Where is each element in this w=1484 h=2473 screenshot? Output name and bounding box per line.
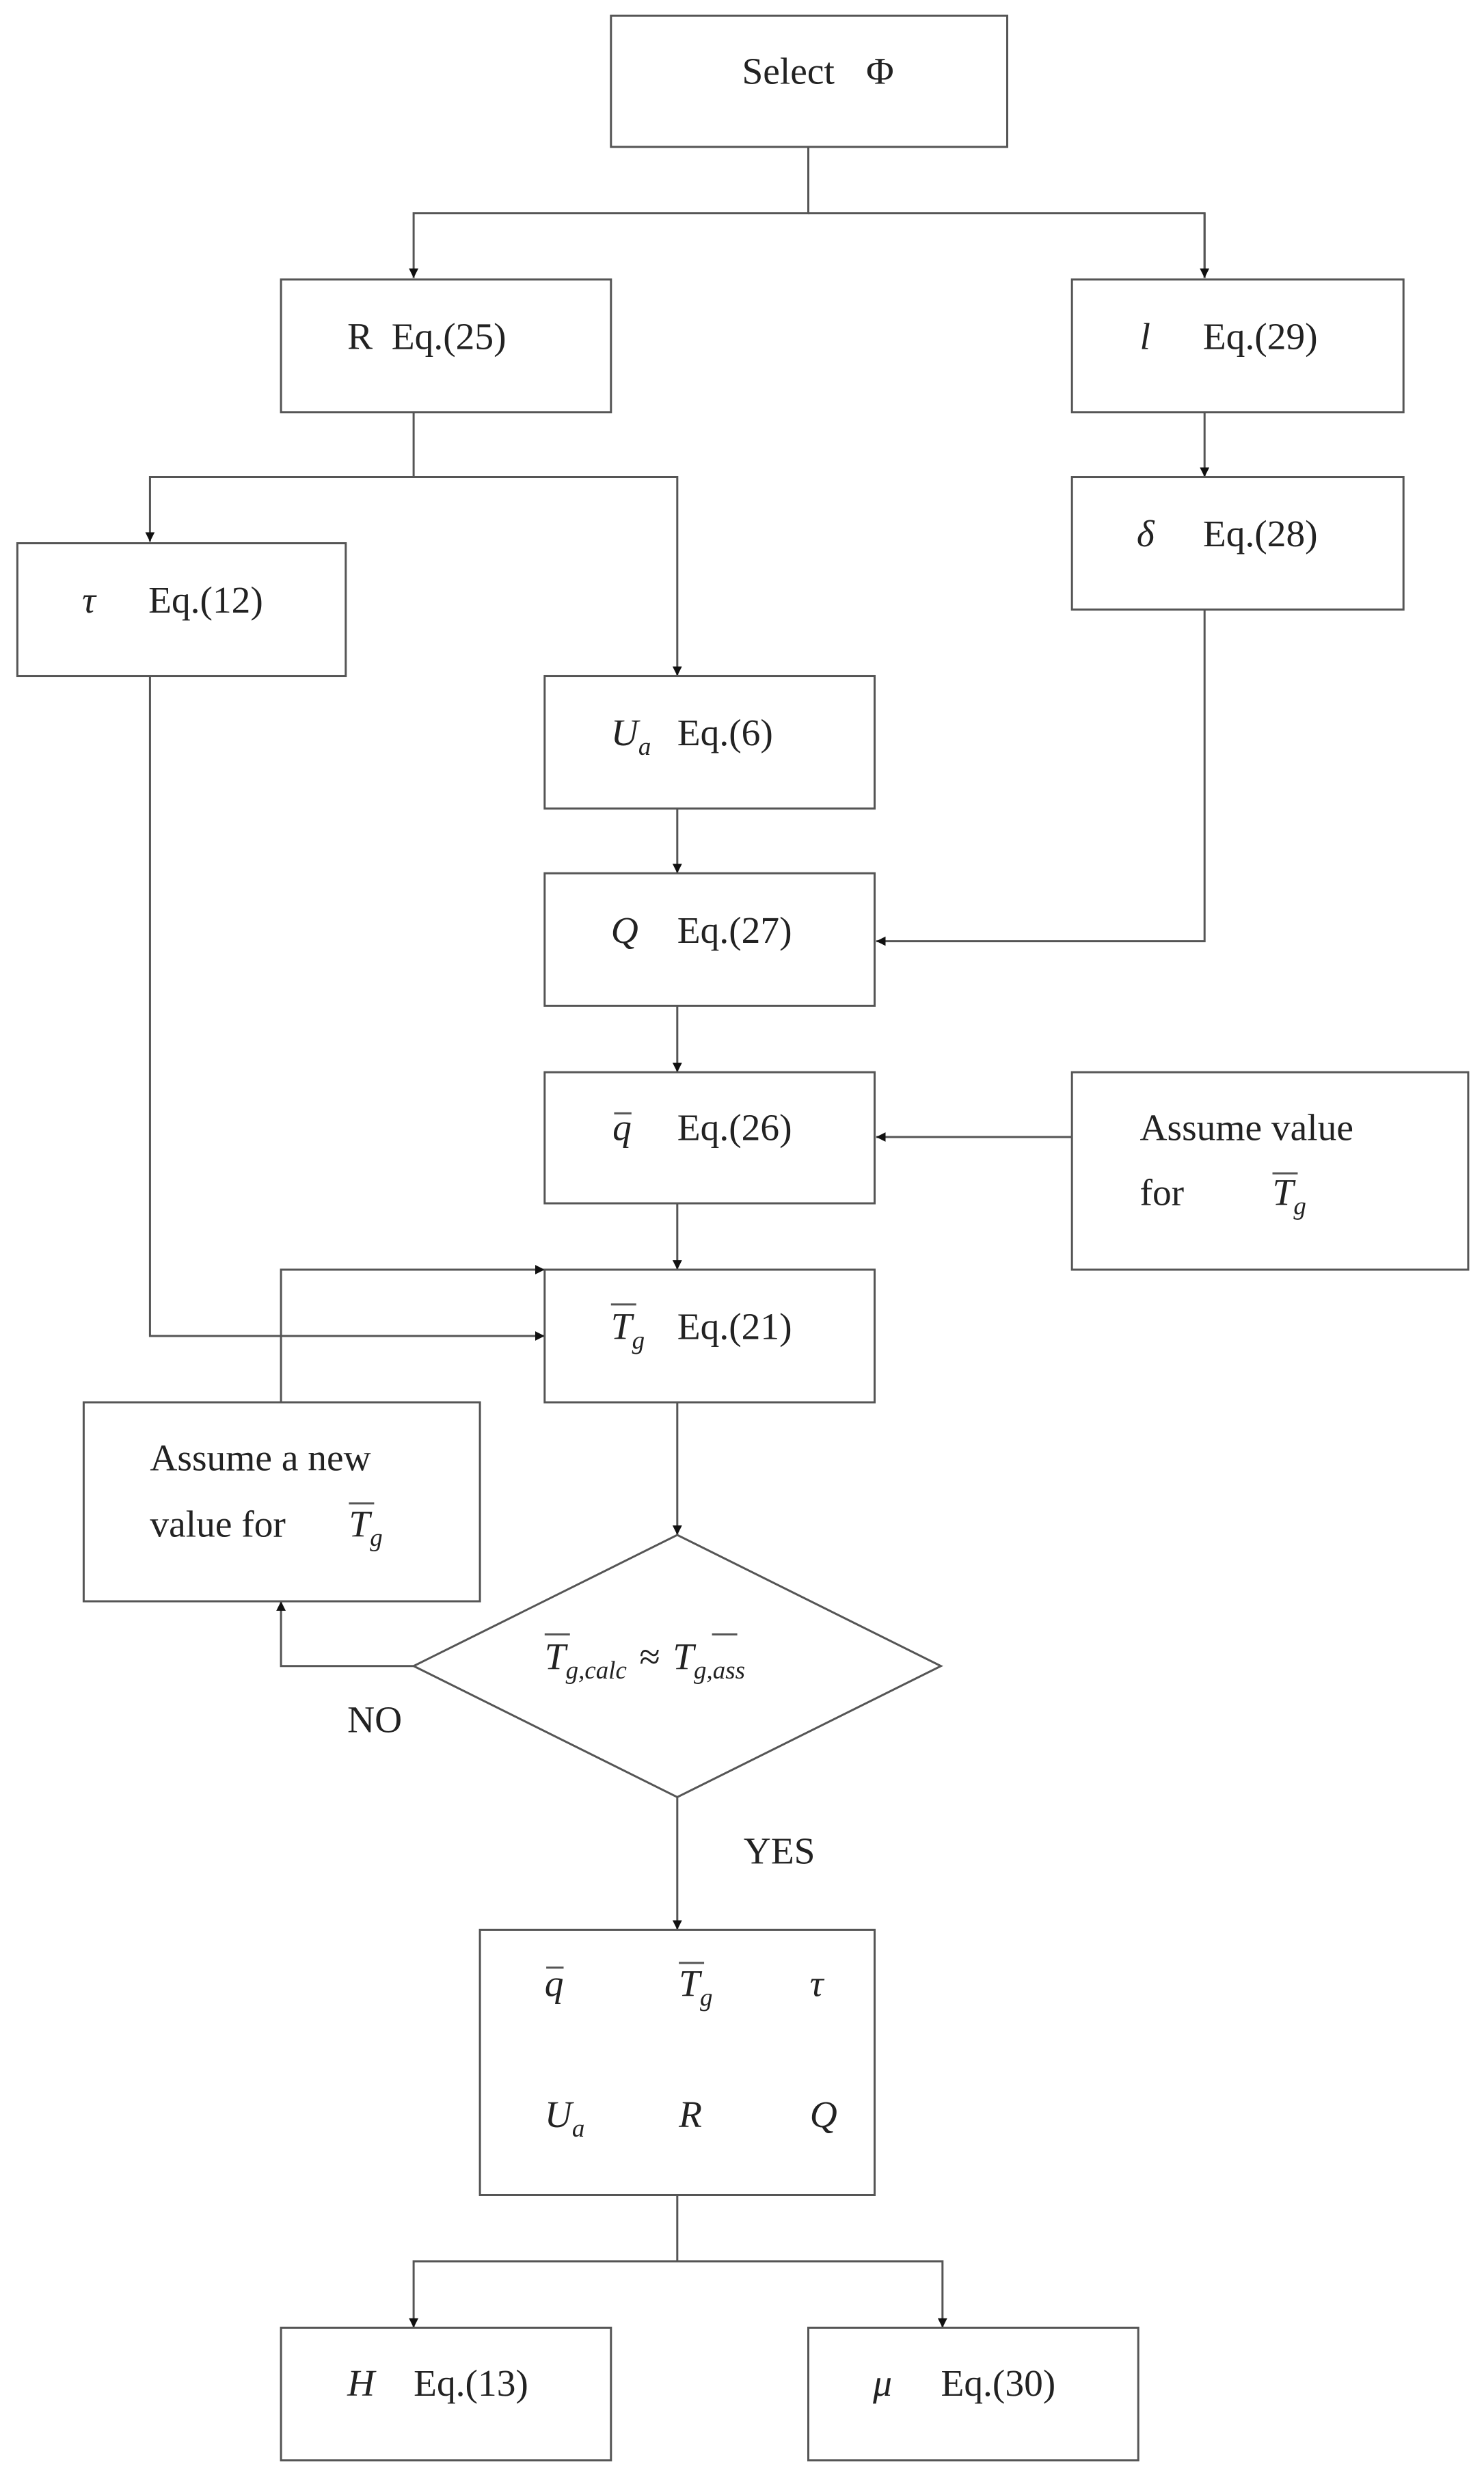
assume-value-subscript: g [1293,1192,1306,1220]
svg-text:l Eq.(29): l Eq.(29) [1140,315,1318,357]
no-label: NO [347,1699,402,1741]
results-node: q Tg τ Ua R Q [478,1928,876,2196]
q-symbol: Q [611,909,638,951]
r-eq: Eq.(25) [392,315,507,357]
l-eq: Eq.(29) [1203,315,1318,357]
tg-eq: Eq.(21) [677,1306,792,1348]
results-ua-symbol: U [545,2094,575,2135]
decision-operator: ≈ [639,1635,660,1677]
ua-node: Ua Eq.(6) [543,675,876,810]
phi-symbol: Φ [866,50,894,92]
mu-node: μ Eq.(30) [807,2327,1139,2462]
svg-text:Tg: Tg [1273,1171,1306,1220]
edge-decision-no [276,1601,414,1668]
edge-results-split [409,2195,679,2328]
r-node: R Eq.(25) [280,278,612,414]
svg-text:δ Eq.(28): δ Eq.(28) [1137,513,1318,554]
l-node: l Eq.(29) [1070,278,1405,414]
results-qbar: q [545,1962,564,2004]
decision-right-symbol: T [673,1635,697,1677]
q-eq: Eq.(27) [677,909,792,951]
ua-symbol: U [611,712,641,753]
svg-text:Tg Eq.(21): Tg Eq.(21) [611,1306,792,1357]
mu-eq: Eq.(30) [941,2362,1056,2404]
assume-value-line1: Assume value [1140,1107,1353,1149]
qbar-symbol: q [612,1107,632,1149]
tg-node: Tg Eq.(21) [543,1268,876,1404]
connectors [145,146,1210,2328]
edge-delta-q [876,609,1206,946]
q-node: Q Eq.(27) [543,872,876,1007]
h-node: H Eq.(13) [280,2327,612,2462]
qbar-eq: Eq.(26) [677,1107,792,1149]
ua-subscript: a [638,732,651,760]
delta-node: δ Eq.(28) [1070,476,1405,611]
svg-text:q Eq.(26): q Eq.(26) [612,1107,792,1149]
edge-newvalue-tg [280,1265,545,1403]
svg-text:Select Φ: Select Φ [742,50,894,92]
results-q: Q [810,2094,837,2135]
svg-text:for: for [1140,1171,1185,1213]
svg-text:Ua Eq.(6): Ua Eq.(6) [611,712,773,763]
tg-subscript: g [632,1326,645,1354]
results-tau: τ [810,1962,825,2004]
svg-text:R Eq.(25): R Eq.(25) [347,315,506,357]
edge-tau-tg [148,676,545,1341]
results-ua-subscript: a [572,2114,584,2142]
select-phi-node: Select Φ [610,14,1009,148]
assume-new-symbol: T [349,1503,373,1545]
assume-value-prefix: for [1140,1171,1185,1213]
decision-left-symbol: T [545,1635,569,1677]
results-r: R [678,2094,702,2135]
assume-new-prefix: value for [150,1503,285,1545]
tau-eq: Eq.(12) [148,579,263,621]
svg-text:Tg: Tg [349,1503,382,1551]
assume-value-node: Assume value for Tg [1070,1071,1470,1271]
edge-select-l [808,212,1206,278]
edge-results-mu [677,2260,947,2328]
decision-left-subscript: g,calc [566,1656,627,1684]
select-label: Select [742,50,835,92]
assume-new-node: Assume a new value for Tg [82,1401,481,1603]
decision-right-subscript: g,ass [694,1656,745,1684]
assume-value-symbol: T [1273,1171,1297,1213]
ua-eq: Eq.(6) [677,712,773,753]
edge-r-split [145,412,415,542]
assume-new-subscript: g [370,1523,382,1551]
delta-symbol: δ [1137,513,1155,554]
results-tg-symbol: T [679,1962,703,2004]
svg-text:Q Eq.(27): Q Eq.(27) [611,909,792,951]
svg-text:μ Eq.(30): μ Eq.(30) [872,2362,1055,2404]
delta-eq: Eq.(28) [1203,513,1318,554]
r-symbol: R [347,315,373,357]
svg-text:Ua: Ua [545,2094,584,2142]
h-eq: Eq.(13) [414,2362,528,2404]
l-symbol: l [1140,315,1150,357]
edge-select-split [409,146,810,278]
h-symbol: H [347,2362,377,2404]
svg-text:Tg: Tg [679,1962,712,2011]
mu-symbol: μ [872,2362,892,2404]
yes-label: YES [744,1830,815,1871]
tau-symbol: τ [82,579,97,621]
qbar-node: q Eq.(26) [543,1071,876,1205]
convergence-decision: Tg,calc ≈ Tg,ass [411,1534,943,1799]
results-tg-subscript: g [700,1983,712,2011]
svg-text:τ Eq.(12): τ Eq.(12) [82,579,263,621]
tg-symbol: T [611,1306,635,1348]
svg-text:Tg,calc≈Tg,ass: Tg,calc ≈ Tg,ass [545,1635,745,1684]
svg-text:H Eq.(13): H Eq.(13) [347,2362,528,2404]
edge-r-ua [414,476,682,676]
assume-new-line1: Assume a new [150,1436,370,1478]
tau-node: τ Eq.(12) [16,542,347,678]
